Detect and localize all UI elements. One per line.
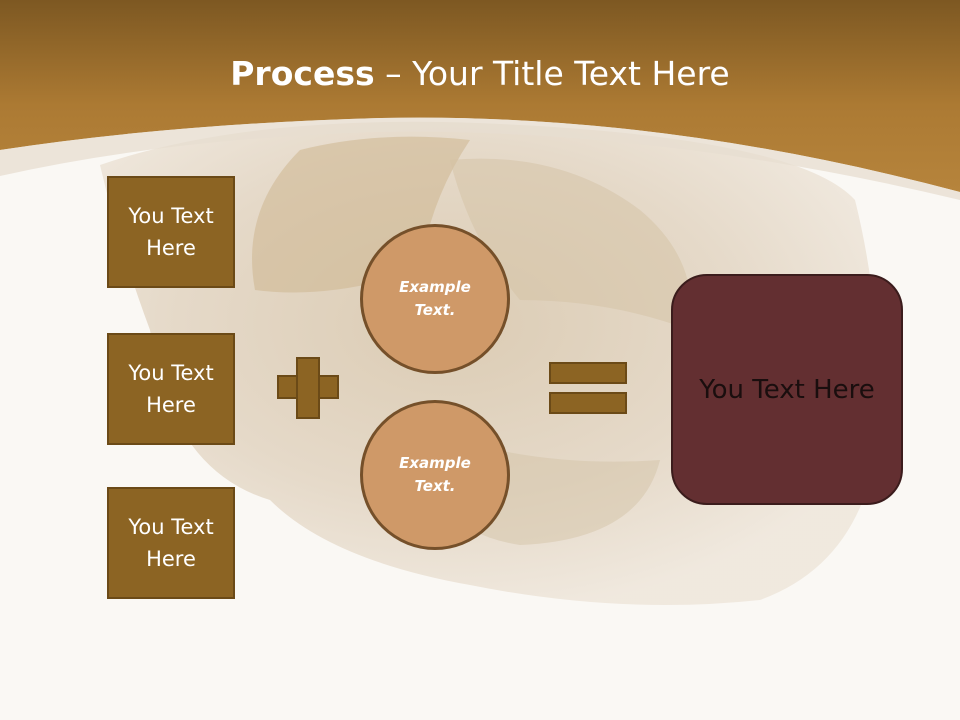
input-box-label: You Text Here xyxy=(128,204,214,260)
example-circle-label: Example Text. xyxy=(399,454,471,495)
example-circle-1: Example Text. xyxy=(360,224,510,374)
plus-center xyxy=(298,377,318,397)
input-box-2: You Text Here xyxy=(107,333,235,445)
input-box-label: You Text Here xyxy=(128,515,214,571)
example-circle-label: Example Text. xyxy=(399,278,471,319)
title-bold: Process xyxy=(230,54,375,93)
input-box-1: You Text Here xyxy=(107,176,235,288)
equals-bottom-bar xyxy=(549,392,627,414)
equals-top-bar xyxy=(549,362,627,384)
page-title: Process – Your Title Text Here xyxy=(0,52,960,96)
title-rest: – Your Title Text Here xyxy=(374,54,730,93)
example-circle-2: Example Text. xyxy=(360,400,510,550)
input-box-label: You Text Here xyxy=(128,361,214,417)
result-label: You Text Here xyxy=(699,374,875,405)
input-box-3: You Text Here xyxy=(107,487,235,599)
result-box: You Text Here xyxy=(671,274,903,505)
